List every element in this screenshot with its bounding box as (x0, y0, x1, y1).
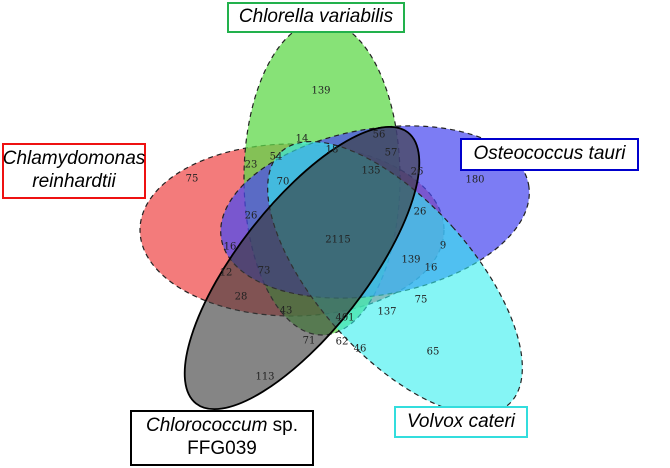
region-count-13: 26 (414, 207, 427, 218)
set-label-chlorococcum-line2: FFG039 (187, 438, 257, 459)
set-label-chlamydomonas-line1: Chlamydomonas (2, 148, 146, 170)
region-count-0: 139 (311, 86, 330, 97)
region-count-24: 137 (377, 307, 396, 318)
set-label-chlamydomonas-line2: reinhardtii (32, 171, 116, 192)
set-label-volvox: Volvox cateri (394, 406, 528, 438)
region-count-15: 9 (440, 241, 446, 252)
set-label-chlamydomonas: Chlamydomonas reinhardtii (2, 143, 146, 199)
region-count-5: 23 (245, 160, 258, 171)
region-count-3: 56 (373, 130, 386, 141)
set-label-osteococcus: Osteococcus tauri (460, 138, 639, 171)
chlorococcum-ellipse (183, 125, 421, 411)
set-label-volvox-text: Volvox cateri (406, 410, 516, 432)
region-count-25: 75 (415, 295, 428, 306)
region-count-16: 16 (224, 242, 237, 253)
region-count-27: 62 (336, 337, 349, 348)
set-label-chlorococcum: Chlorococcum sp. FFG039 (130, 410, 314, 466)
region-count-14: 2115 (325, 235, 350, 246)
region-count-4: 57 (385, 148, 398, 159)
region-count-2: 18 (326, 145, 339, 156)
region-count-10: 180 (465, 175, 484, 186)
region-count-7: 70 (277, 177, 290, 188)
region-count-22: 43 (280, 306, 293, 317)
region-count-9: 26 (411, 167, 424, 178)
region-count-23: 401 (335, 313, 354, 324)
set-ellipses (139, 20, 530, 416)
set-label-chlorella-text: Chlorella variabilis (238, 6, 394, 28)
set-label-chlorella: Chlorella variabilis (227, 2, 405, 33)
region-count-17: 139 (401, 255, 420, 266)
region-count-30: 113 (255, 372, 274, 383)
region-count-20: 73 (258, 266, 271, 277)
region-count-19: 12 (220, 268, 233, 279)
region-count-12: 26 (245, 211, 258, 222)
region-count-11: 75 (186, 174, 199, 185)
region-count-29: 65 (427, 347, 440, 358)
region-count-1: 14 (296, 134, 309, 145)
region-count-18: 16 (425, 263, 438, 274)
region-count-28: 46 (354, 344, 367, 355)
set-label-osteococcus-text: Osteococcus tauri (473, 143, 626, 165)
region-count-6: 54 (270, 152, 283, 163)
region-count-21: 28 (235, 292, 248, 303)
set-label-chlorococcum-line1: Chlorococcum sp. (145, 415, 299, 437)
region-count-26: 71 (303, 336, 316, 347)
region-count-8: 135 (361, 166, 380, 177)
